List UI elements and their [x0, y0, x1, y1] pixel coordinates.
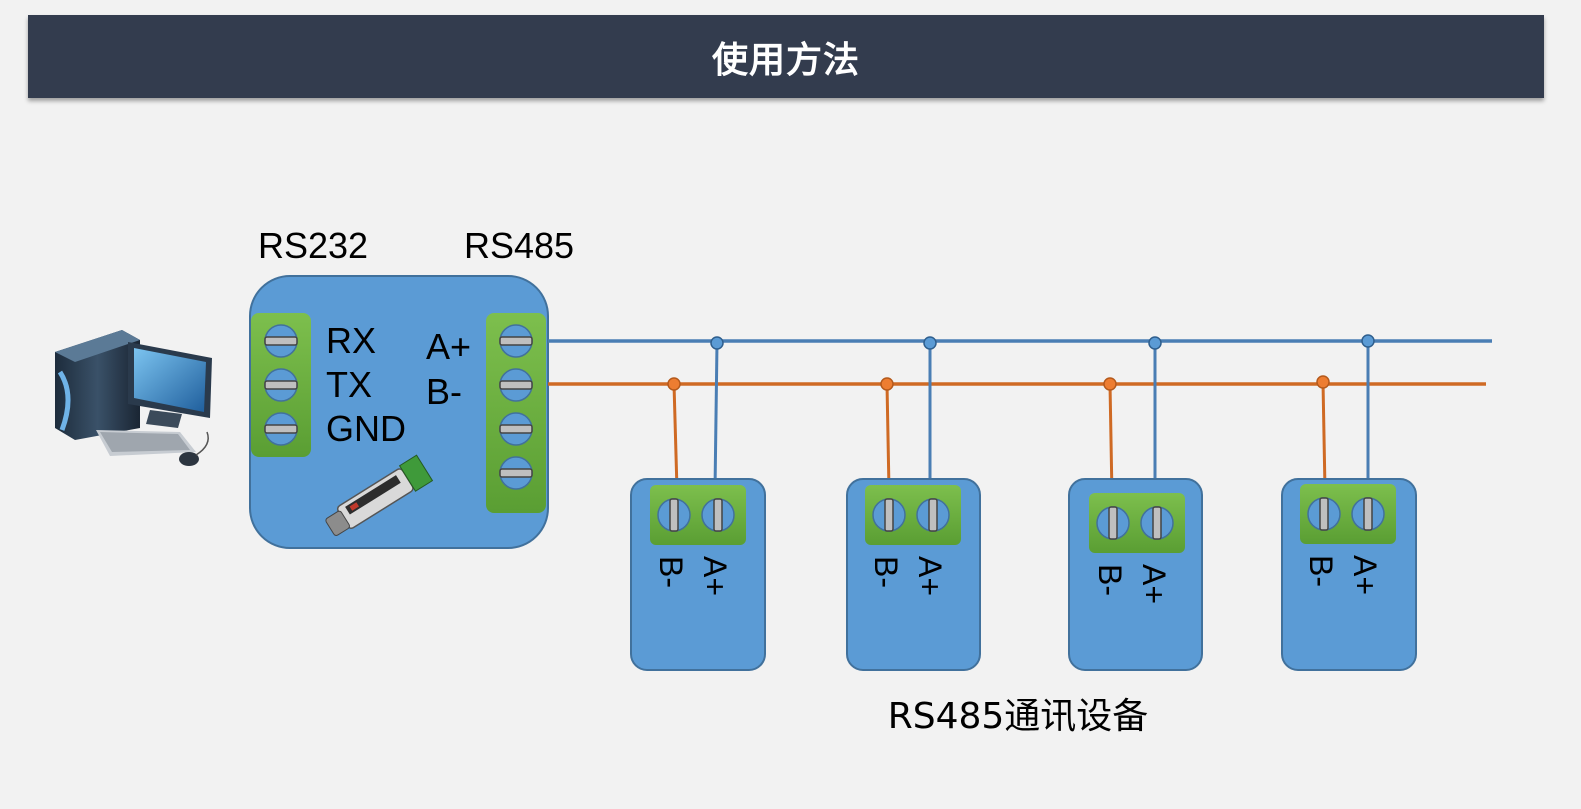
rs485-device: B- A+ — [1068, 336, 1203, 671]
terminal-screw — [264, 412, 298, 446]
device-b-label: B- — [868, 556, 904, 588]
b-minus-junction — [667, 377, 681, 391]
terminal-screw — [499, 412, 533, 446]
device-a-label: A+ — [1347, 555, 1383, 595]
computer-icon — [55, 330, 212, 466]
a-plus-junction — [923, 336, 937, 350]
device-b-label: B- — [1092, 564, 1128, 596]
device-b-label: B- — [1303, 555, 1339, 587]
converter-product-icon — [325, 454, 434, 536]
rs485-device: B- A+ — [630, 336, 766, 671]
rs485-device: B- A+ — [1281, 334, 1417, 671]
rs485-label: RS485 — [464, 225, 574, 266]
terminal-screw — [499, 368, 533, 402]
pin-label-gnd: GND — [326, 408, 406, 449]
a-plus-junction — [1148, 336, 1162, 350]
terminal-screw — [264, 324, 298, 358]
terminal-screw — [499, 324, 533, 358]
pin-label-b-minus: B- — [426, 371, 462, 412]
rs232-terminal-block — [251, 313, 311, 457]
device-a-label: A+ — [912, 556, 948, 596]
pin-label-rx: RX — [326, 320, 376, 361]
device-a-label: A+ — [697, 556, 733, 596]
rs485-device: B- A+ — [846, 336, 981, 671]
b-minus-junction — [1103, 377, 1117, 391]
device-b-label: B- — [653, 556, 689, 588]
terminal-screw — [499, 456, 533, 490]
rs485-terminal-block — [486, 313, 546, 513]
pin-label-tx: TX — [326, 364, 372, 405]
b-minus-junction — [1316, 375, 1330, 389]
b-minus-junction — [880, 377, 894, 391]
terminal-screw — [264, 368, 298, 402]
devices-caption: RS485通讯设备 — [888, 696, 1149, 737]
title-bar: 使用方法 — [28, 15, 1544, 98]
a-plus-junction — [710, 336, 724, 350]
a-plus-junction — [1361, 334, 1375, 348]
converter-box: RX TX GND A+ B- — [249, 275, 549, 549]
device-a-label: A+ — [1136, 564, 1172, 604]
pin-label-a-plus: A+ — [426, 326, 471, 367]
page-title: 使用方法 — [711, 39, 860, 81]
rs232-label: RS232 — [258, 225, 368, 266]
